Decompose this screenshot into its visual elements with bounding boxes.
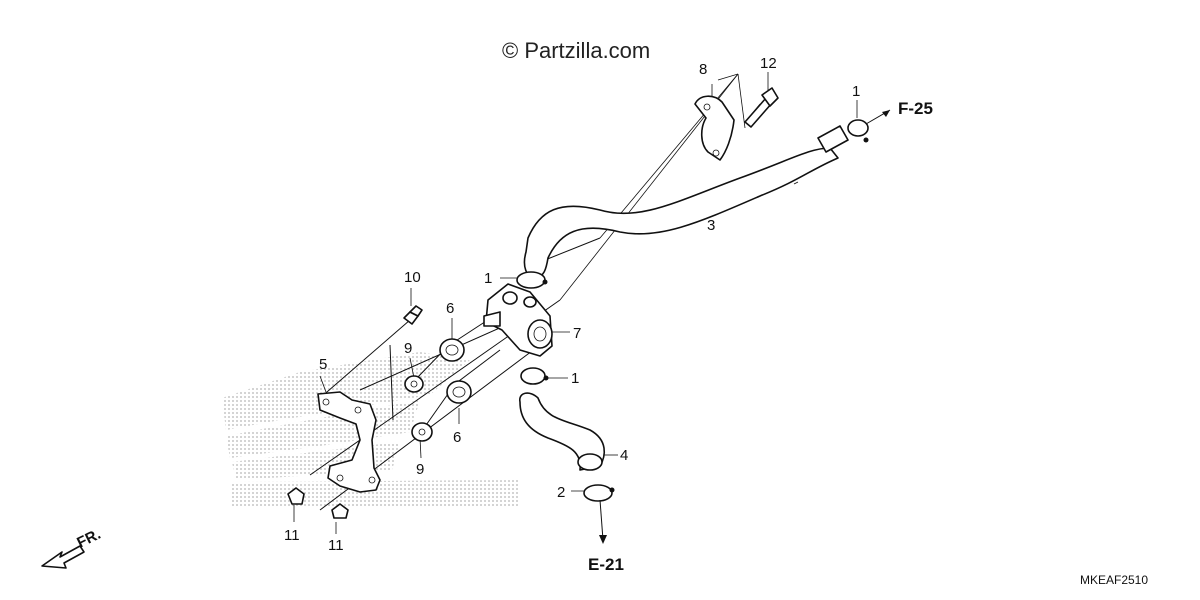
callout-8: 8 xyxy=(699,61,707,78)
bolt-part-10[interactable] xyxy=(403,305,423,325)
hose-bracket-part-8[interactable] xyxy=(694,95,735,161)
reference-arrows xyxy=(599,109,891,544)
callout-11-left: 11 xyxy=(284,527,300,544)
bracket-stay-part-5[interactable] xyxy=(317,391,381,493)
callout-2: 2 xyxy=(557,484,565,501)
callout-6-upper: 6 xyxy=(446,300,454,317)
upper-hose-part-3[interactable] xyxy=(523,125,849,279)
bolt-part-12[interactable] xyxy=(744,87,779,128)
hose-clamp-part-1-lower[interactable] xyxy=(520,367,549,385)
collar-part-9-upper[interactable] xyxy=(404,375,424,393)
nut-part-11-left[interactable] xyxy=(287,487,305,505)
callout-9-lower: 9 xyxy=(416,461,424,478)
front-direction-arrow: FR. xyxy=(41,526,103,569)
nut-part-11-right[interactable] xyxy=(331,503,349,519)
reference-upper[interactable]: F-25 xyxy=(898,99,933,118)
callout-4: 4 xyxy=(620,447,628,464)
callout-11-right: 11 xyxy=(328,537,344,554)
callout-7: 7 xyxy=(573,325,581,342)
grommet-part-6-upper[interactable] xyxy=(439,338,465,362)
watermark-text: © Partzilla.com xyxy=(502,38,650,63)
callout-labels: 8 12 1 3 1 7 1 4 2 10 6 5 9 6 9 11 11 xyxy=(284,55,860,554)
callout-1-mid: 1 xyxy=(484,270,492,287)
callout-1-low: 1 xyxy=(571,370,579,387)
grommet-part-6-lower[interactable] xyxy=(446,380,472,404)
callout-9-upper: 9 xyxy=(404,340,412,357)
callout-6-lower: 6 xyxy=(453,429,461,446)
diagram-code: MKEAF2510 xyxy=(1080,573,1148,587)
callout-12: 12 xyxy=(760,55,777,72)
callout-5: 5 xyxy=(319,356,327,373)
callout-3: 3 xyxy=(707,217,715,234)
lower-hose-part-4[interactable] xyxy=(519,392,606,471)
air-suction-valve-part-7[interactable] xyxy=(483,283,553,357)
hose-clamp-part-2[interactable] xyxy=(583,484,615,502)
collar-part-9-lower[interactable] xyxy=(411,422,433,442)
hose-clamp-part-1-upper[interactable] xyxy=(847,119,869,143)
callout-1-top: 1 xyxy=(852,83,860,100)
reference-lower[interactable]: E-21 xyxy=(588,555,624,574)
hose-clamp-part-1-middle[interactable] xyxy=(516,271,548,289)
callout-10: 10 xyxy=(404,269,421,286)
